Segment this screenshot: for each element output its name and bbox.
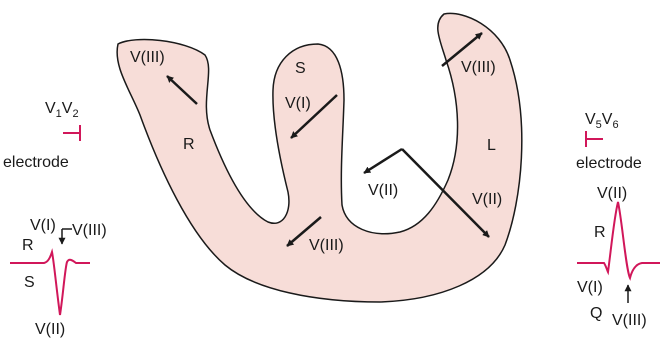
right-lead: V5V6 electrode V(II) R V(I) Q V(III) bbox=[576, 111, 660, 329]
right-wave-label-v3: V(III) bbox=[612, 312, 647, 329]
left-wave-label-v1: V(I) bbox=[30, 217, 56, 234]
right-electrode-icon bbox=[585, 131, 603, 147]
vector-arrow-lv-free-wall bbox=[401, 148, 490, 238]
left-electrode-icon bbox=[63, 125, 81, 141]
vector-label-lv-top: V(III) bbox=[461, 59, 496, 76]
right-ventricle-label: R bbox=[183, 136, 195, 153]
vector-arrow-septum-base bbox=[286, 216, 322, 247]
left-ventricle-label: L bbox=[487, 137, 496, 154]
vector-label-mean-axis: V(II) bbox=[368, 182, 398, 199]
ventricles-shape bbox=[116, 12, 523, 303]
vector-label-septum-base: V(III) bbox=[309, 237, 344, 254]
vector-label-septum: V(I) bbox=[285, 95, 311, 112]
right-electrode-label: electrode bbox=[576, 155, 642, 172]
vector-arrow-septum bbox=[290, 94, 338, 139]
vector-label-lv-free-wall: V(II) bbox=[472, 191, 502, 208]
left-electrode-label: electrode bbox=[3, 154, 69, 171]
vector-arrow-rv-wall bbox=[166, 75, 198, 105]
right-wave-label-r: R bbox=[594, 224, 606, 241]
right-wave-label-v1: V(I) bbox=[577, 279, 603, 296]
left-wave-label-r: R bbox=[22, 237, 34, 254]
left-wave-label-s: S bbox=[24, 274, 35, 291]
right-wave-label-v2: V(II) bbox=[597, 185, 627, 202]
right-electrode-name: V5V6 bbox=[585, 111, 619, 131]
vector-arrow-lv-top bbox=[441, 32, 483, 67]
left-wave-label-v3: V(III) bbox=[72, 222, 107, 239]
left-ecg-trace bbox=[10, 248, 90, 316]
vector-arrow-mean-axis bbox=[363, 147, 403, 175]
vector-label-rv-wall: V(III) bbox=[130, 49, 165, 66]
left-lead: V1V2 electrode V(I) V(III) R S V(II) bbox=[3, 100, 107, 338]
septum-label: S bbox=[295, 60, 306, 77]
right-wave-label-q: Q bbox=[590, 305, 602, 322]
left-electrode-name: V1V2 bbox=[45, 100, 79, 120]
right-ecg-trace bbox=[577, 201, 660, 281]
left-wave-label-v2: V(II) bbox=[35, 321, 65, 338]
